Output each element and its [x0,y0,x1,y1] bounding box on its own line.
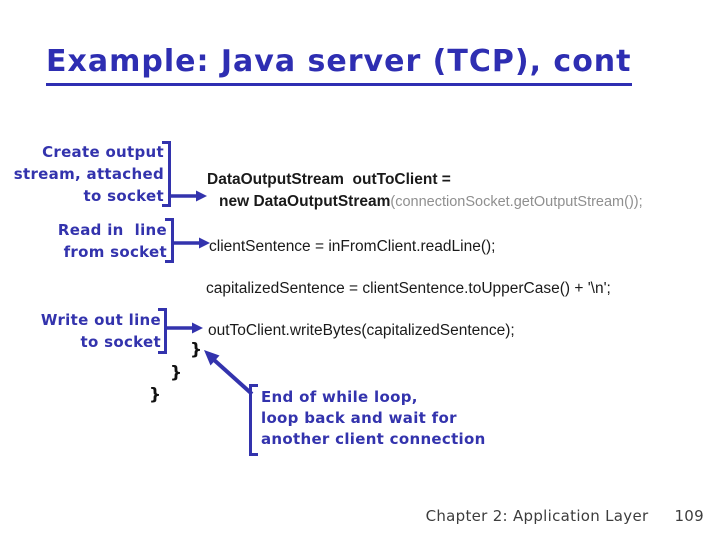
arrow-right-icon [170,190,207,202]
callout-line: loop back and wait for [261,409,457,427]
callout-read-in-line: Read in line from socket [6,219,167,263]
callout-line: Read in line [57,221,167,239]
closing-brace: } [149,385,162,405]
code-line-clientsentence: clientSentence = inFromClient.readLine()… [209,238,496,255]
arrow-up-left-icon [204,350,254,396]
callout-line: End of while loop, [261,388,418,406]
callout-create-output-stream: Create output stream, attached to socket [6,141,164,207]
callout-line: stream, attached [13,165,164,183]
right-bracket-icon [165,218,174,263]
callout-line: Create output [42,143,164,161]
callout-line: to socket [83,187,164,205]
callout-end-of-while-loop: End of while loop, loop back and wait fo… [261,387,491,450]
callout-write-out-line: Write out line to socket [6,309,161,353]
callout-line: another client connection [261,430,486,448]
code-line-writebytes: outToClient.writeBytes(capitalizedSenten… [208,322,515,339]
callout-line: from socket [63,243,167,261]
code-line-capitalizedsentence: capitalizedSentence = clientSentence.toU… [206,280,611,297]
code-line-dataoutputstream: DataOutputStream outToClient = [207,171,451,188]
footer-page-number: 109 [674,507,704,525]
callout-line: Write out line [40,311,161,329]
slide-footer: Chapter 2: Application Layer 109 [426,507,704,525]
arrow-right-icon [173,237,210,249]
code-keyword: new DataOutputStream [219,193,391,210]
code-argument: (connectionSocket.getOutputStream()); [390,194,643,210]
arrow-right-icon [166,322,203,334]
code-line-new-dataoutputstream: new DataOutputStream(connectionSocket.ge… [219,193,643,211]
callout-line: to socket [80,333,161,351]
closing-brace: } [190,340,203,360]
slide-title: Example: Java server (TCP), cont [46,44,632,86]
closing-brace: } [170,363,183,383]
left-bracket-icon [249,384,258,456]
footer-chapter-label: Chapter 2: Application Layer [425,507,649,525]
right-bracket-icon [158,308,167,354]
right-bracket-icon [162,141,171,207]
